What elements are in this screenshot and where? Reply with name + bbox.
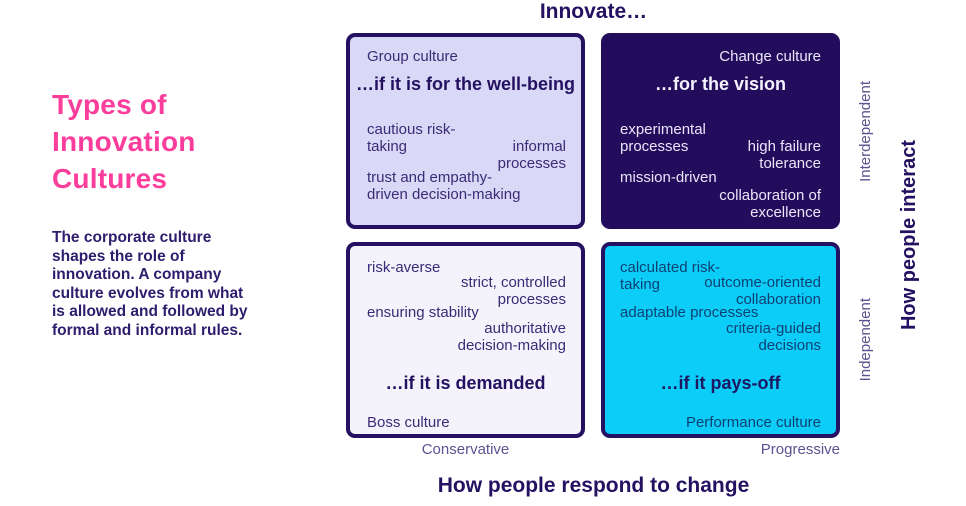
quadrant-heading: …if it is demanded bbox=[385, 373, 546, 393]
quadrant-item: high failure tolerance bbox=[747, 138, 821, 172]
quadrant-item: mission-driven bbox=[620, 169, 717, 186]
quadrant-heading: …for the vision bbox=[654, 74, 786, 94]
x-tick-conservative: Conservative bbox=[421, 441, 510, 458]
quadrant-item: experimental processes bbox=[620, 121, 706, 155]
quadrant-item: strict, controlled processes bbox=[460, 274, 566, 308]
intro-description: The corporate culture shapes the role of… bbox=[52, 229, 248, 339]
quadrant-change-culture: Change culture …for the vision experimen… bbox=[601, 33, 840, 229]
y-tick-independent: Independent bbox=[851, 242, 879, 438]
axis-label-text: How people interact bbox=[897, 140, 920, 331]
y-tick-label: Interdependent bbox=[856, 80, 874, 182]
quadrant-item: informal processes bbox=[497, 138, 566, 172]
quadrant-group-culture: Group culture …if it is for the well-bei… bbox=[346, 33, 585, 229]
quadrant-item: collaboration of excellence bbox=[719, 187, 821, 221]
quadrant-item: ensuring stability bbox=[367, 304, 479, 321]
quadrant-heading: …if it is for the well-being bbox=[355, 74, 575, 94]
x-tick-progressive: Progressive bbox=[760, 441, 840, 458]
quadrant-performance-culture: calculated risk- taking outcome-oriented… bbox=[601, 242, 840, 438]
culture-name: Change culture bbox=[719, 48, 821, 65]
page-title: Types of Innovation Cultures bbox=[52, 89, 196, 194]
quadrant-item: cautious risk- taking bbox=[367, 121, 456, 155]
quadrant-heading: …if it pays-off bbox=[660, 373, 781, 393]
quadrant-item: adaptable processes bbox=[620, 304, 759, 321]
quadrant-item: criteria-guided decisions bbox=[725, 320, 821, 354]
axis-label-how-people-respond: How people respond to change bbox=[437, 474, 750, 497]
quadrant-item: outcome-oriented collaboration bbox=[704, 274, 821, 308]
axis-label-innovate: Innovate… bbox=[539, 0, 648, 23]
quadrant-item: risk-averse bbox=[367, 259, 441, 276]
quadrant-boss-culture: risk-averse strict, controlled processes… bbox=[346, 242, 585, 438]
quadrant-item: calculated risk- taking bbox=[620, 259, 721, 293]
culture-name: Boss culture bbox=[367, 414, 450, 431]
culture-name: Group culture bbox=[367, 48, 458, 65]
quadrant-item: trust and empathy- driven decision-makin… bbox=[367, 169, 521, 203]
quadrant-item: authoritative decision-making bbox=[457, 320, 566, 354]
y-tick-interdependent: Interdependent bbox=[851, 33, 879, 229]
culture-name: Performance culture bbox=[685, 414, 821, 431]
y-tick-label: Independent bbox=[856, 298, 874, 382]
axis-label-how-people-interact: How people interact bbox=[891, 33, 927, 438]
